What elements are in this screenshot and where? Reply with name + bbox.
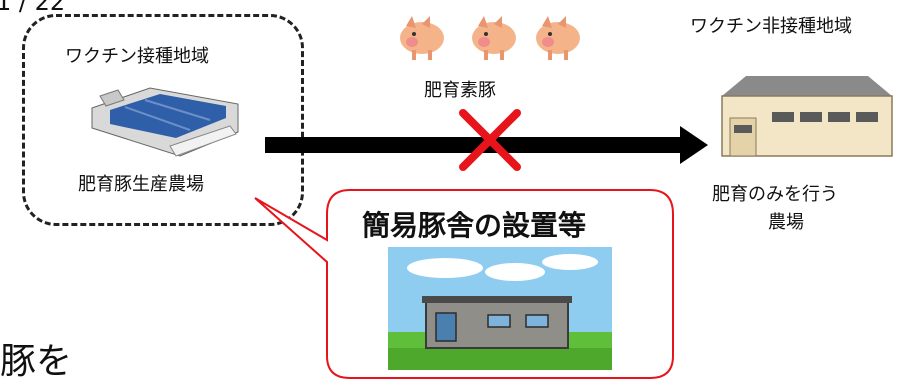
factory-farm-icon — [91, 87, 239, 157]
page-number-fragment: 1 / 22 — [0, 0, 66, 16]
callout-title: 簡易豚舎の設置等 — [362, 209, 587, 242]
fattening-farm-label-line2: 農場 — [768, 212, 804, 233]
vaccinated-area-box — [22, 14, 304, 226]
transport-arrow — [265, 126, 708, 164]
simple-pig-barn-icon — [388, 247, 612, 370]
barn-building-icon — [721, 76, 893, 157]
non-vaccinated-area-title: ワクチン非接種地域 — [690, 16, 852, 37]
transport-label: 肥育素豚 — [424, 80, 496, 101]
fattening-farm-label-line1: 肥育のみを行う — [712, 184, 838, 205]
vaccinated-farm-label: 肥育豚生産農場 — [78, 174, 204, 195]
red-x-icon — [459, 109, 521, 171]
vaccinated-area-title: ワクチン接種地域 — [65, 46, 209, 67]
bottom-text-fragment: 豚を — [0, 341, 73, 382]
piglet-icon — [400, 16, 580, 60]
